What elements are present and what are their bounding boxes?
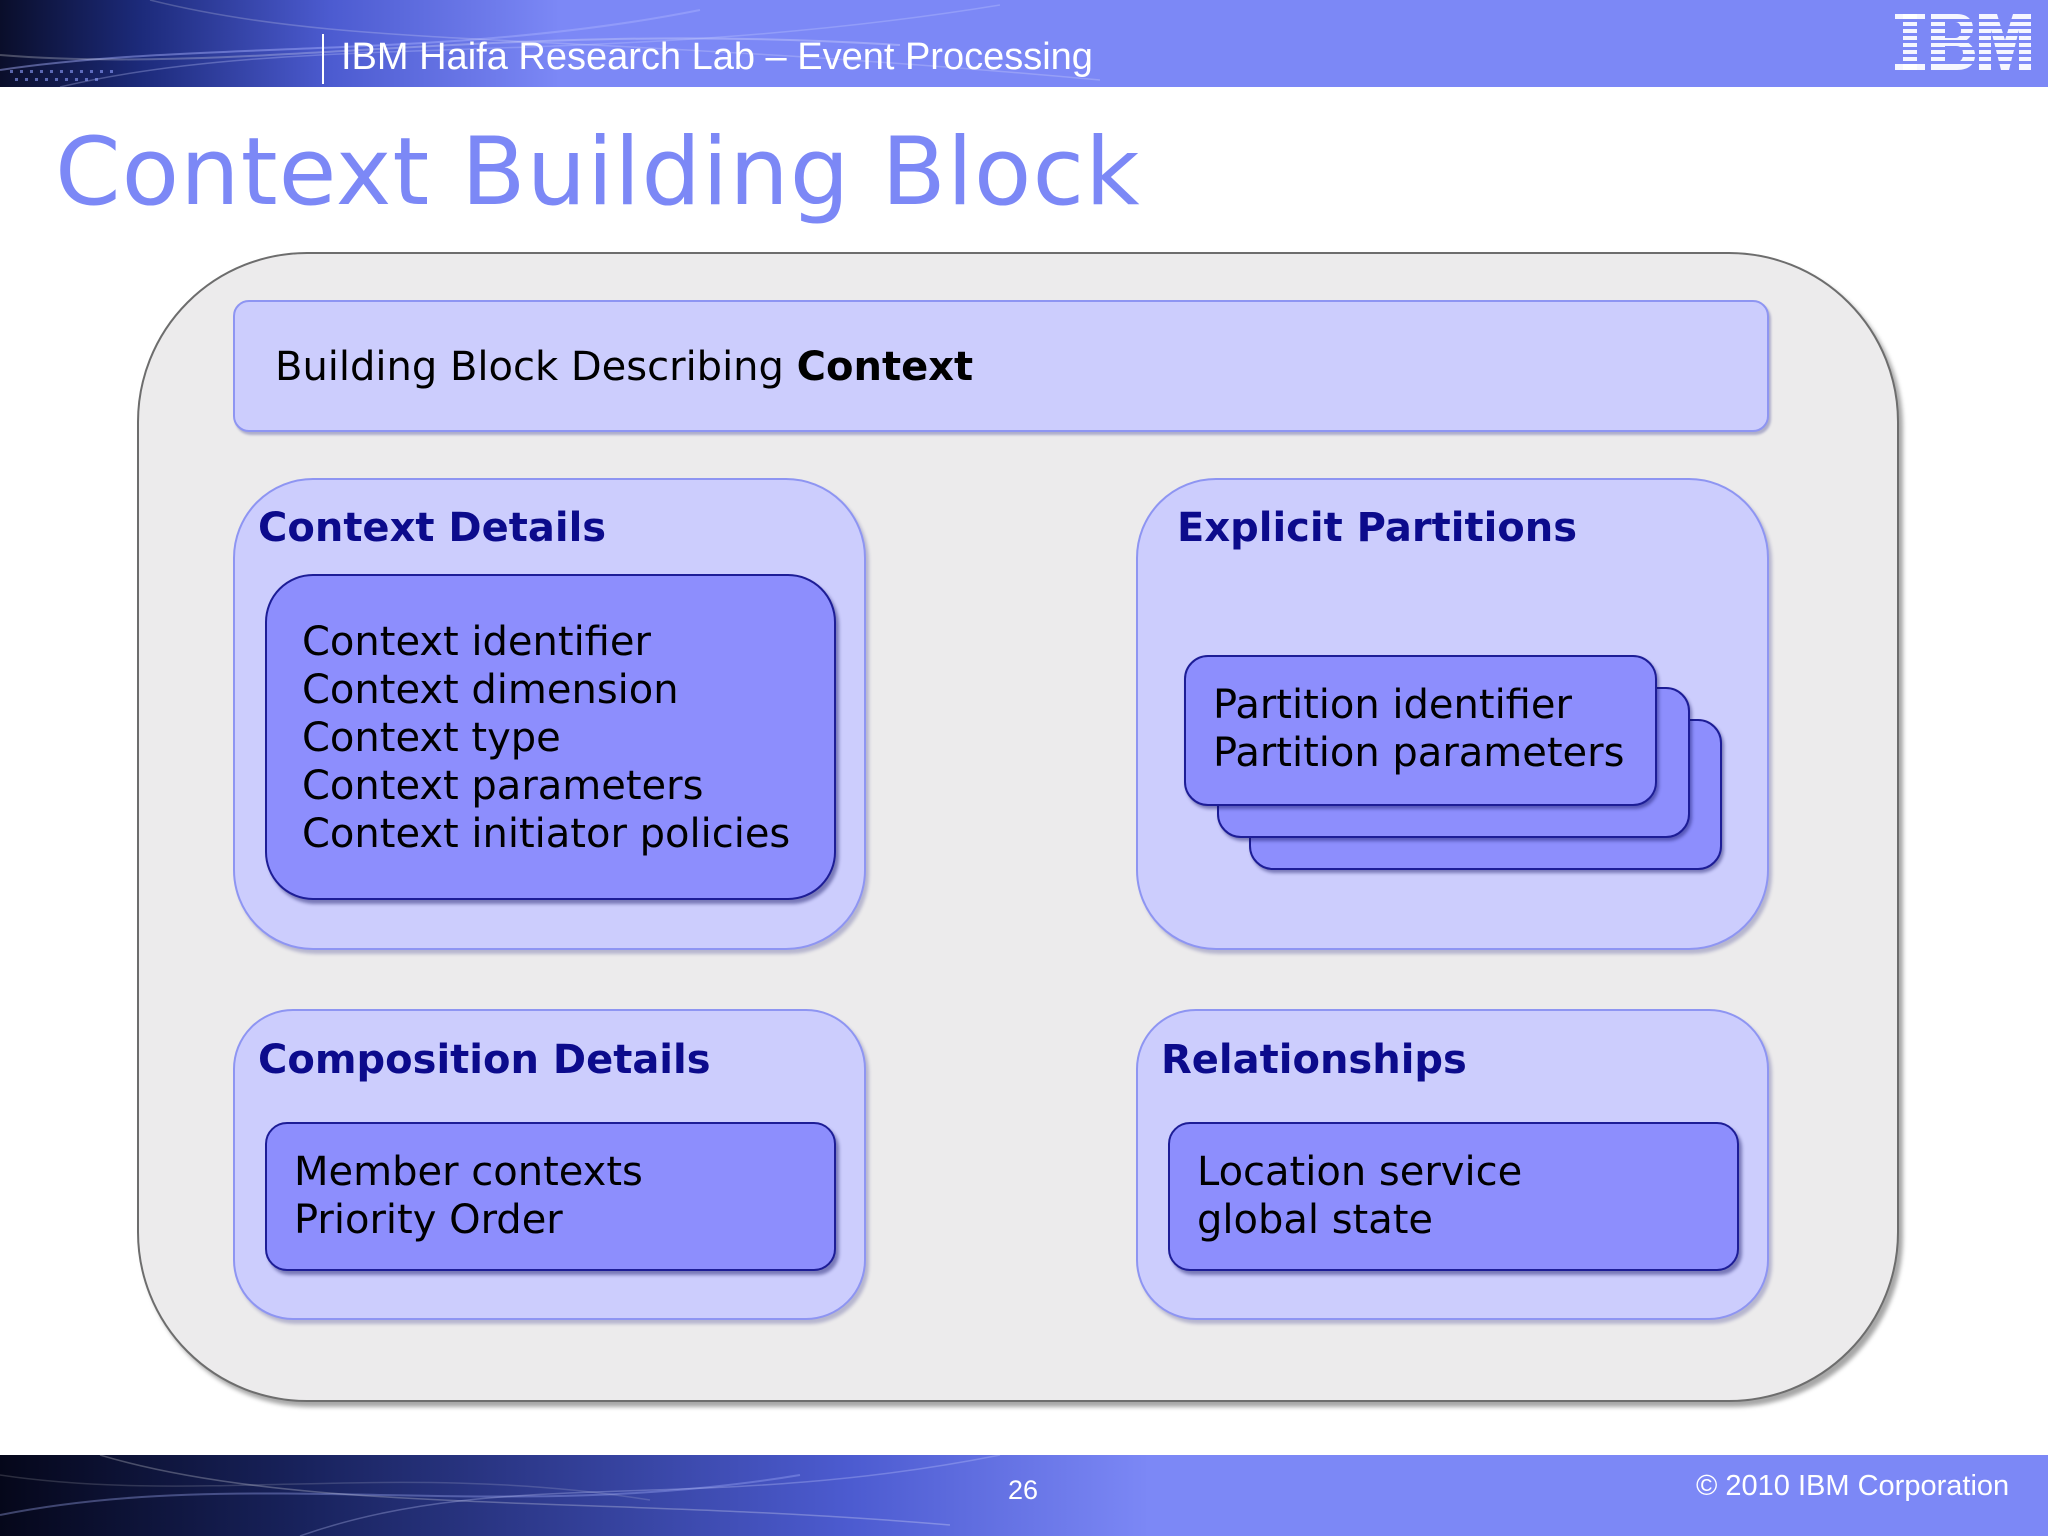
partition-card-front: Partition identifier Partition parameter… (1184, 655, 1657, 806)
copyright: © 2010 IBM Corporation (1696, 1470, 2010, 1502)
list-item: Priority Order (294, 1197, 563, 1243)
header-band (0, 0, 2048, 87)
relationships-box: Location service global state (1168, 1122, 1739, 1271)
description-prefix: Building Block Describing (275, 344, 797, 390)
slide-title: Context Building Block (55, 118, 1141, 227)
context-details-list: Context identifier Context dimension Con… (302, 618, 790, 858)
list-item: Partition parameters (1213, 730, 1625, 776)
footer-decoration (0, 1455, 1001, 1536)
building-block-description-text: Building Block Describing Context (275, 344, 973, 390)
list-item: Partition identifier (1213, 682, 1572, 728)
partition-list: Partition identifier Partition parameter… (1213, 681, 1624, 777)
list-item: Context identifier (302, 619, 651, 665)
footer-band (0, 1455, 2048, 1536)
context-details-box: Context identifier Context dimension Con… (265, 574, 836, 900)
list-item: Context type (302, 715, 561, 761)
list-item: global state (1197, 1197, 1434, 1243)
list-item: Location service (1197, 1149, 1523, 1195)
list-item: Context initiator policies (302, 811, 791, 857)
page-number: 26 (1008, 1475, 1039, 1505)
explicit-partitions-title: Explicit Partitions (1177, 505, 1578, 551)
composition-details-title: Composition Details (258, 1037, 711, 1083)
ibm-logo (1895, 14, 2031, 70)
list-item: Context parameters (302, 763, 704, 809)
header-title: IBM Haifa Research Lab – Event Processin… (341, 36, 1093, 78)
building-block-description-bar: Building Block Describing Context (233, 300, 1769, 432)
list-item: Member contexts (294, 1149, 643, 1195)
context-details-title: Context Details (258, 505, 607, 551)
description-bold: Context (796, 344, 974, 390)
list-item: Context dimension (302, 667, 679, 713)
header-divider (322, 34, 324, 84)
header-decoration (0, 0, 1101, 87)
relationships-title: Relationships (1161, 1037, 1467, 1083)
relationships-list: Location service global state (1197, 1148, 1522, 1244)
composition-details-box: Member contexts Priority Order (265, 1122, 836, 1271)
composition-details-list: Member contexts Priority Order (294, 1148, 643, 1244)
